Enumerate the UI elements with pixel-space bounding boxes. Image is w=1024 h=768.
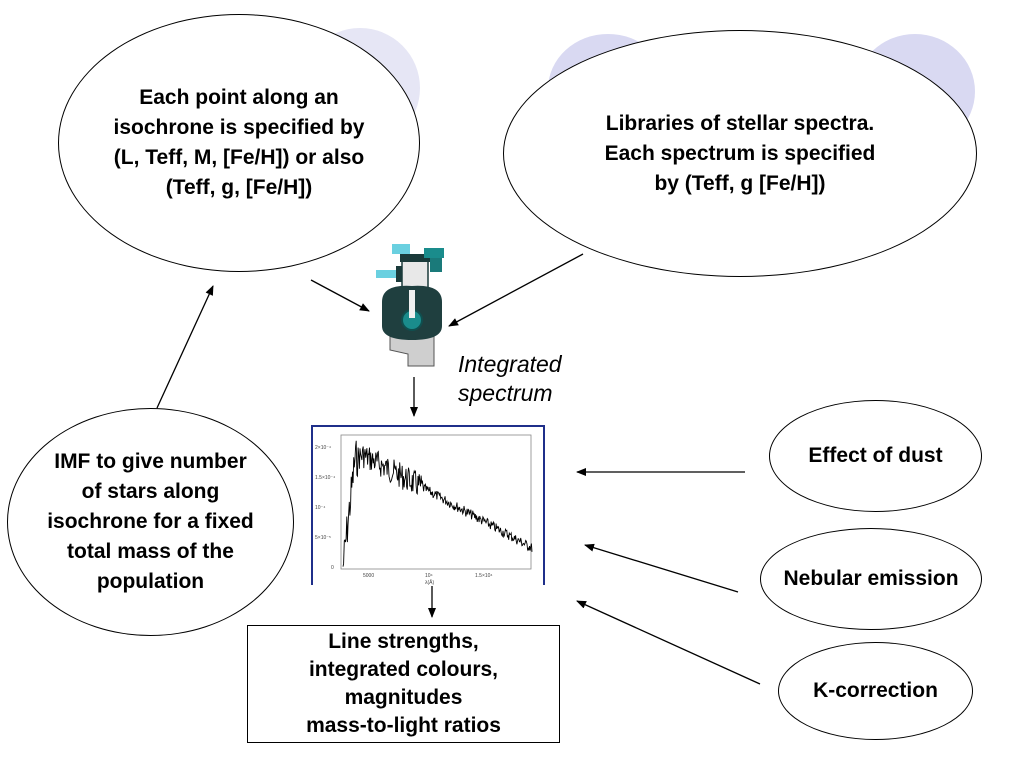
- arrow-kcorr-to-spectrum: [576, 600, 761, 685]
- engine-icon: [376, 244, 444, 367]
- x-tick-0: 5000: [363, 573, 374, 579]
- dust-text: Effect of dust: [808, 444, 943, 467]
- x-axis-label: λ(Å): [425, 579, 435, 586]
- outputs-text: Line strengths, integrated colours, magn…: [306, 630, 501, 737]
- kcorrection-ellipse: K-correction: [778, 642, 973, 740]
- libraries-text: Libraries of stellar spectra. Each spect…: [604, 111, 876, 195]
- integrated-spectrum-label: Integrated spectrum: [458, 351, 562, 406]
- kcorrection-text: K-correction: [813, 679, 938, 702]
- libraries-ellipse: Libraries of stellar spectra. Each spect…: [503, 30, 977, 277]
- arrow-imf-to-isochrone: [156, 285, 214, 409]
- spectrum-curve: [342, 440, 533, 567]
- imf-text: IMF to give number of stars along isochr…: [47, 450, 254, 593]
- imf-ellipse: IMF to give number of stars along isochr…: [7, 408, 294, 636]
- y-tick-2: 10⁻⁴: [315, 505, 325, 511]
- arrow-isochrone-to-engine: [310, 279, 370, 312]
- spectrum-frame: 2×10⁻⁴ 1.5×10⁻⁴ 10⁻⁴ 5×10⁻⁵ 0 5000 10⁴ 1…: [311, 425, 545, 586]
- y-tick-3: 5×10⁻⁵: [315, 535, 331, 541]
- nebular-text: Nebular emission: [783, 567, 959, 590]
- y-tick-0: 2×10⁻⁴: [315, 445, 331, 451]
- outputs-box: Line strengths, integrated colours, magn…: [247, 625, 560, 743]
- nebular-ellipse: Nebular emission: [760, 528, 982, 630]
- arrow-libraries-to-engine: [448, 253, 584, 327]
- x-tick-2: 1.5×10⁴: [475, 573, 493, 579]
- y-tick-1: 1.5×10⁻⁴: [315, 475, 335, 481]
- y-tick-4: 0: [331, 565, 334, 571]
- x-tick-1: 10⁴: [425, 573, 433, 579]
- spectrum-plot: 2×10⁻⁴ 1.5×10⁻⁴ 10⁻⁴ 5×10⁻⁵ 0 5000 10⁴ 1…: [315, 434, 533, 586]
- isochrone-text: Each point along an isochrone is specifi…: [113, 86, 365, 199]
- isochrone-ellipse: Each point along an isochrone is specifi…: [58, 14, 420, 272]
- dust-ellipse: Effect of dust: [769, 400, 982, 512]
- spectrum-axes: [340, 434, 532, 570]
- arrow-nebular-to-spectrum: [584, 543, 739, 593]
